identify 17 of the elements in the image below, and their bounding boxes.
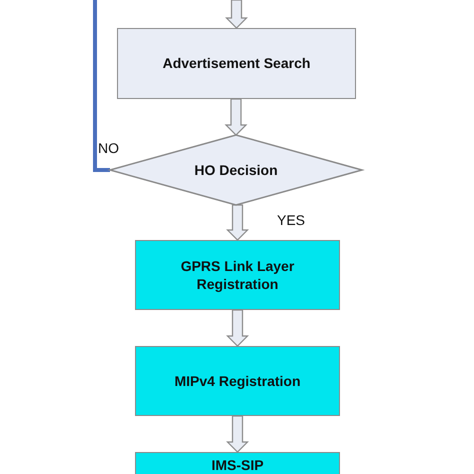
block-arrow [226, 204, 249, 241]
step-text: GPRS Link Layer Registration [180, 256, 296, 294]
connector-line [93, 0, 110, 172]
process-box [135, 240, 340, 310]
step-text: MIPv4 Registration [174, 372, 301, 390]
process-box [135, 452, 340, 474]
edge-label: YES [276, 212, 306, 228]
block-arrow [225, 0, 248, 29]
step-text: IMS-SIP [211, 456, 264, 474]
process-box [135, 346, 340, 416]
edge-label: NO [97, 140, 120, 156]
step-text: Advertisement Search [162, 54, 310, 73]
block-arrow [226, 309, 249, 347]
process-box [117, 28, 356, 99]
block-arrow [224, 98, 248, 136]
step-text: HO Decision [194, 160, 278, 180]
block-arrow [226, 415, 249, 453]
